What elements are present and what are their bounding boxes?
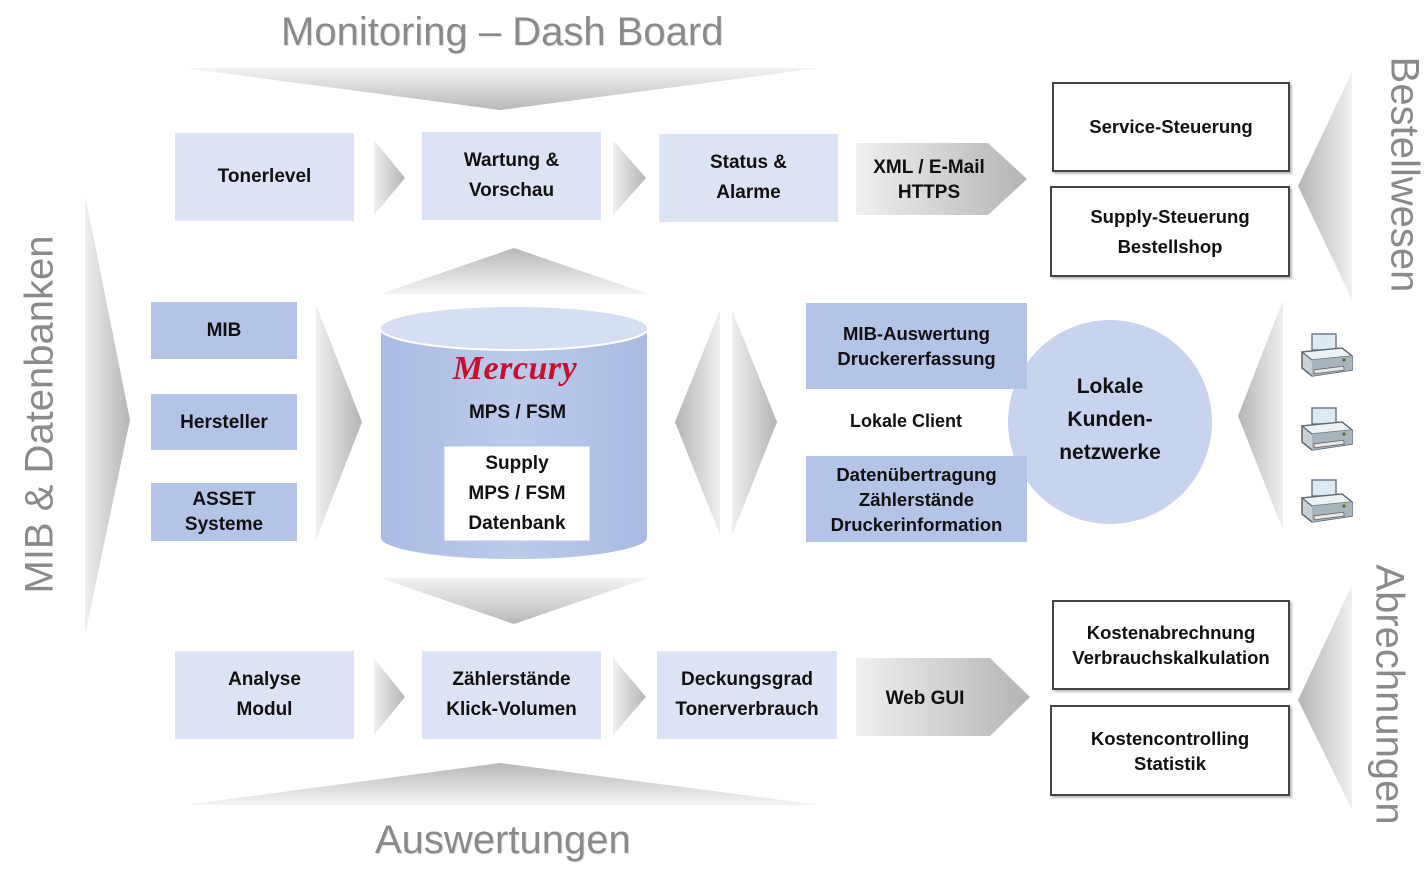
printer-icon	[1300, 333, 1354, 377]
printer-icon	[1300, 407, 1354, 451]
xml-label: XML / E-Mail HTTPS	[873, 157, 985, 203]
right-top-frame-title: Bestellwesen	[1382, 56, 1427, 293]
service-steuerung-box: Service-Steuerung	[1052, 82, 1290, 172]
deckungsgrad-box: Deckungsgrad Tonerverbrauch	[657, 651, 837, 739]
asset-box: ASSET Systeme	[151, 483, 297, 541]
supply-database-box: Supply MPS / FSM Datenbank	[444, 446, 590, 541]
hersteller-box: Hersteller	[151, 394, 297, 450]
xml-arrow-shape	[856, 143, 1027, 215]
supply-steuerung-box: Supply-Steuerung Bestellshop	[1050, 186, 1290, 277]
mercury-logo: Mercury	[452, 350, 578, 387]
left-arrow-out-of-client	[675, 310, 720, 535]
mps-fsm-label: MPS / FSM	[468, 402, 567, 423]
up-arrow-to-dashboard	[380, 248, 648, 294]
wartung-box: Wartung & Vorschau	[422, 132, 601, 220]
webgui-arrow-shape	[856, 658, 1030, 736]
right-bottom-frame-arrow	[1298, 585, 1352, 810]
mib-box: MIB	[151, 302, 297, 359]
mib-auswertung-box: MIB-Auswertung Druckererfassung	[806, 303, 1027, 389]
kostencontrolling-box: Kostencontrolling Statistik	[1050, 705, 1290, 796]
bottom-frame-title: Auswertungen	[375, 818, 631, 862]
down-arrow-to-auswertungen	[380, 578, 648, 624]
bottom-row-arrow	[374, 658, 405, 735]
zaehlerstaende-box: Zählerstände Klick-Volumen	[422, 651, 601, 739]
datenuebertragung-box: Datenübertragung Zählerstände Druckerinf…	[806, 456, 1027, 542]
bottom-row-arrow	[613, 658, 646, 735]
status-box: Status & Alarme	[659, 134, 838, 222]
bottom-frame-arrow	[185, 763, 820, 805]
right-top-frame-arrow	[1298, 72, 1352, 300]
tonerlevel-box: Tonerlevel	[175, 133, 354, 221]
top-row-arrow	[613, 140, 646, 215]
top-frame-title: Monitoring – Dash Board	[281, 10, 724, 54]
analyse-box: Analyse Modul	[175, 651, 354, 739]
webgui-label: Web GUI	[885, 688, 965, 709]
kundennetzwerke-circle	[1008, 320, 1212, 524]
lokale-client-label: Lokale Client	[849, 411, 963, 431]
printer-icon	[1300, 479, 1354, 523]
kostenabrechnung-box: Kostenabrechnung Verbrauchskalkulation	[1052, 600, 1290, 690]
kundennetzwerke-label: Lokale Kunden- netzwerke	[1059, 375, 1161, 464]
left-frame-arrow	[85, 195, 130, 635]
left-frame-title: MIB & Datenbanken	[17, 235, 62, 594]
top-row-arrow	[374, 140, 405, 215]
right-arrow-to-client	[732, 310, 777, 535]
right-arrow-into-database	[316, 305, 362, 540]
top-frame-arrow	[185, 68, 820, 110]
right-mid-frame-arrow	[1238, 300, 1283, 530]
right-bottom-frame-title: Abrechnungen	[1367, 564, 1412, 825]
